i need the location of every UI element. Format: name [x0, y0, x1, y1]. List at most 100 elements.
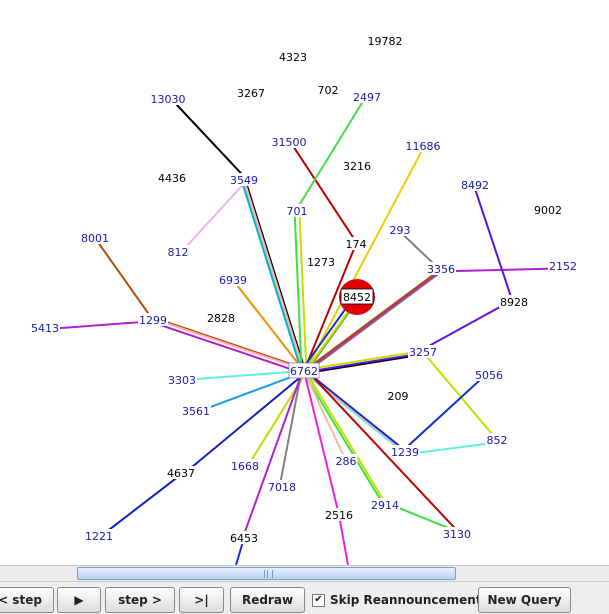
node-label-backing: [442, 527, 472, 540]
node-2516[interactable]: 2516: [324, 508, 354, 522]
new-query-button[interactable]: New Query: [478, 587, 571, 613]
node-174[interactable]: 174: [344, 237, 368, 251]
node-label: 5413: [31, 322, 59, 335]
node-label-backing: [548, 259, 578, 272]
check-mark-icon: ✔: [314, 594, 323, 605]
node-31500[interactable]: 31500: [270, 135, 308, 149]
node-8928[interactable]: 8928: [499, 295, 529, 309]
node-701[interactable]: 701: [285, 204, 309, 218]
node-label: 8928: [500, 296, 528, 309]
as-graph-canvas[interactable]: 6762 8452 19782 4323 3267 702 2497 13030 31500 11…: [0, 0, 609, 565]
skip-reannouncements-toggle[interactable]: ✔ Skip Reannouncements: [312, 587, 489, 613]
node-2152[interactable]: 2152: [548, 259, 578, 273]
jump-to-end-button[interactable]: >|: [179, 587, 224, 613]
node-3561[interactable]: 3561: [181, 404, 211, 418]
step-forward-button[interactable]: step >: [105, 587, 175, 613]
node-852[interactable]: 852: [485, 433, 509, 447]
edge-11686-6762: [304, 146, 425, 373]
node-label-backing: [206, 311, 236, 324]
node-label-backing: [229, 531, 259, 544]
edge-2914-6762: [302, 371, 385, 507]
node-label-backing: [474, 368, 504, 381]
node-label: 6762: [290, 365, 318, 378]
node-11686[interactable]: 11686: [404, 139, 442, 153]
node-label-backing: [181, 404, 211, 417]
node-label-backing: [344, 237, 368, 250]
node-8001[interactable]: 8001: [80, 231, 110, 245]
node-3216[interactable]: 3216: [342, 159, 372, 173]
horizontal-scrollbar[interactable]: [0, 565, 609, 582]
skip-reannouncements-checkbox[interactable]: ✔: [312, 593, 325, 607]
node-5056[interactable]: 5056: [474, 368, 504, 382]
edge-3356-6762: [304, 269, 443, 373]
node-label: 286: [336, 455, 357, 468]
play-button[interactable]: ▶: [57, 587, 101, 613]
node-label-backing: [388, 223, 412, 236]
node-812[interactable]: 812: [166, 245, 190, 259]
node-label: 3267: [237, 87, 265, 100]
node-label: 11686: [406, 140, 441, 153]
scrollbar-thumb[interactable]: [77, 567, 456, 580]
node-label-backing: [404, 139, 442, 152]
node-4637[interactable]: 4637: [166, 466, 196, 480]
node-1273[interactable]: 1273: [306, 255, 336, 269]
node-label-backing: [533, 203, 563, 216]
node-label-backing: [278, 50, 308, 63]
node-4323[interactable]: 4323: [278, 50, 308, 64]
node-8452[interactable]: 8452: [339, 279, 375, 315]
node-19782[interactable]: 19782: [366, 34, 404, 48]
node-6939[interactable]: 6939: [218, 273, 248, 287]
edge-3303-6762: [181, 370, 305, 381]
node-286[interactable]: 286: [334, 454, 358, 468]
node-5413[interactable]: 5413: [30, 321, 60, 335]
node-3303[interactable]: 3303: [167, 373, 197, 387]
node-7018[interactable]: 7018: [267, 480, 297, 494]
node-6453[interactable]: 6453: [229, 531, 259, 545]
node-2914[interactable]: 2914: [370, 498, 400, 512]
graph-edges: [45, 95, 564, 565]
node-label-backing: [138, 313, 168, 326]
edge-1299-6762: [153, 317, 305, 371]
node-label: 1299: [139, 314, 167, 327]
node-label: 3303: [168, 374, 196, 387]
node-209[interactable]: 209: [386, 389, 410, 403]
redraw-button[interactable]: Redraw: [230, 587, 305, 613]
node-1668[interactable]: 1668: [230, 459, 260, 473]
node-3549[interactable]: 3549: [229, 173, 259, 187]
edge-852-1239: [405, 441, 498, 456]
edge-3561-6762: [196, 371, 305, 414]
node-6762[interactable]: 6762: [288, 362, 320, 379]
edge-1299-6762: [151, 321, 304, 375]
node-1221[interactable]: 1221: [84, 529, 114, 543]
node-702[interactable]: 702: [316, 83, 340, 97]
node-9002[interactable]: 9002: [533, 203, 563, 217]
edge-3549-6762: [243, 179, 305, 372]
edge-701-6762: [293, 211, 303, 372]
node-1299[interactable]: 1299: [138, 313, 168, 327]
node-13030[interactable]: 13030: [149, 92, 187, 106]
node-4436[interactable]: 4436: [157, 171, 187, 185]
node-label: 8492: [461, 179, 489, 192]
node-2497[interactable]: 2497: [352, 90, 382, 104]
node-2828[interactable]: 2828: [206, 311, 236, 325]
node-1239[interactable]: 1239: [390, 445, 420, 459]
node-8492[interactable]: 8492: [460, 178, 490, 192]
node-label-backing: [236, 86, 266, 99]
node-label: 812: [168, 246, 189, 259]
node-label: 1221: [85, 530, 113, 543]
step-back-button[interactable]: < step: [0, 587, 54, 613]
node-label: 1273: [307, 256, 335, 269]
node-label: 3549: [230, 174, 258, 187]
node-label: 1239: [391, 446, 419, 459]
edge-8492-8928: [472, 185, 514, 303]
node-label-backing: [30, 321, 60, 334]
edge-3257-6762: [303, 349, 423, 371]
edge-31500-174: [289, 140, 358, 244]
node-label: 3130: [443, 528, 471, 541]
node-3130[interactable]: 3130: [442, 527, 472, 541]
node-label-backing: [366, 34, 404, 47]
node-293[interactable]: 293: [388, 223, 412, 237]
node-3257[interactable]: 3257: [408, 345, 438, 359]
node-3356[interactable]: 3356: [426, 262, 456, 276]
node-3267[interactable]: 3267: [236, 86, 266, 100]
